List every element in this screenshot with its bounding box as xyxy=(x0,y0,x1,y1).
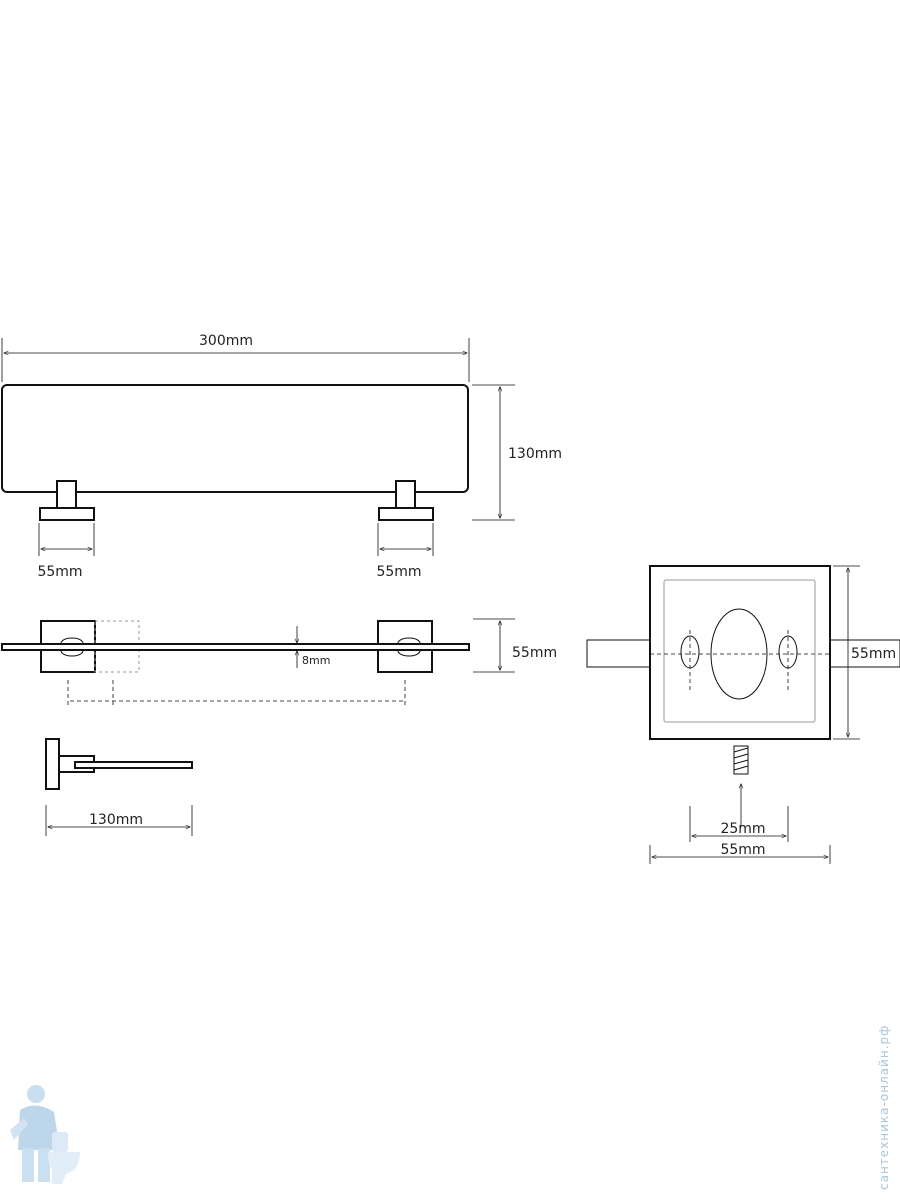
mount-height-label: 55mm xyxy=(851,646,896,662)
side-depth-label: 130mm xyxy=(89,812,143,828)
glass-shelf xyxy=(1,384,469,493)
bracket-left-label: 55mm xyxy=(37,564,82,580)
glass-thickness-dimension: 8mm xyxy=(297,626,330,668)
bracket-right-dimension: 55mm xyxy=(376,523,434,580)
width-label: 300mm xyxy=(199,333,253,349)
bracket-left-dimension: 55mm xyxy=(37,523,95,580)
hole-spacing-dimension: 25mm xyxy=(689,806,789,842)
bracket-right-label: 55mm xyxy=(376,564,421,580)
front-view: 300mm 130mm 55mm xyxy=(1,333,562,580)
glass-thickness-label: 8mm xyxy=(302,654,330,667)
mount-height-dimension: 55mm xyxy=(833,565,896,740)
plumber-mascot-icon xyxy=(10,1085,80,1184)
top-glass xyxy=(1,643,470,651)
mount-view: 55mm 25mm 55mm xyxy=(586,565,900,864)
watermark-text: сантехника-онлайн.рф xyxy=(877,1025,891,1190)
mount-width-label: 55mm xyxy=(720,842,765,858)
top-view: 8mm 55mm xyxy=(1,618,557,708)
side-view: 130mm xyxy=(45,738,193,836)
width-dimension: 300mm xyxy=(1,333,470,382)
center-hole xyxy=(710,608,768,700)
side-depth-dimension: 130mm xyxy=(45,805,193,836)
height-dimension: 130mm xyxy=(472,384,562,521)
side-wall-plate xyxy=(45,738,60,790)
hole-spacing-label: 25mm xyxy=(720,821,765,837)
depth-label: 55mm xyxy=(512,645,557,661)
side-glass xyxy=(74,761,193,769)
screw-icon xyxy=(733,745,749,775)
mount-plate xyxy=(649,565,831,740)
bracket-left xyxy=(39,480,95,521)
height-label: 130mm xyxy=(508,446,562,462)
mount-width-dimension: 55mm xyxy=(649,842,831,864)
bracket-right xyxy=(378,480,434,521)
depth-dimension: 55mm xyxy=(473,618,557,673)
